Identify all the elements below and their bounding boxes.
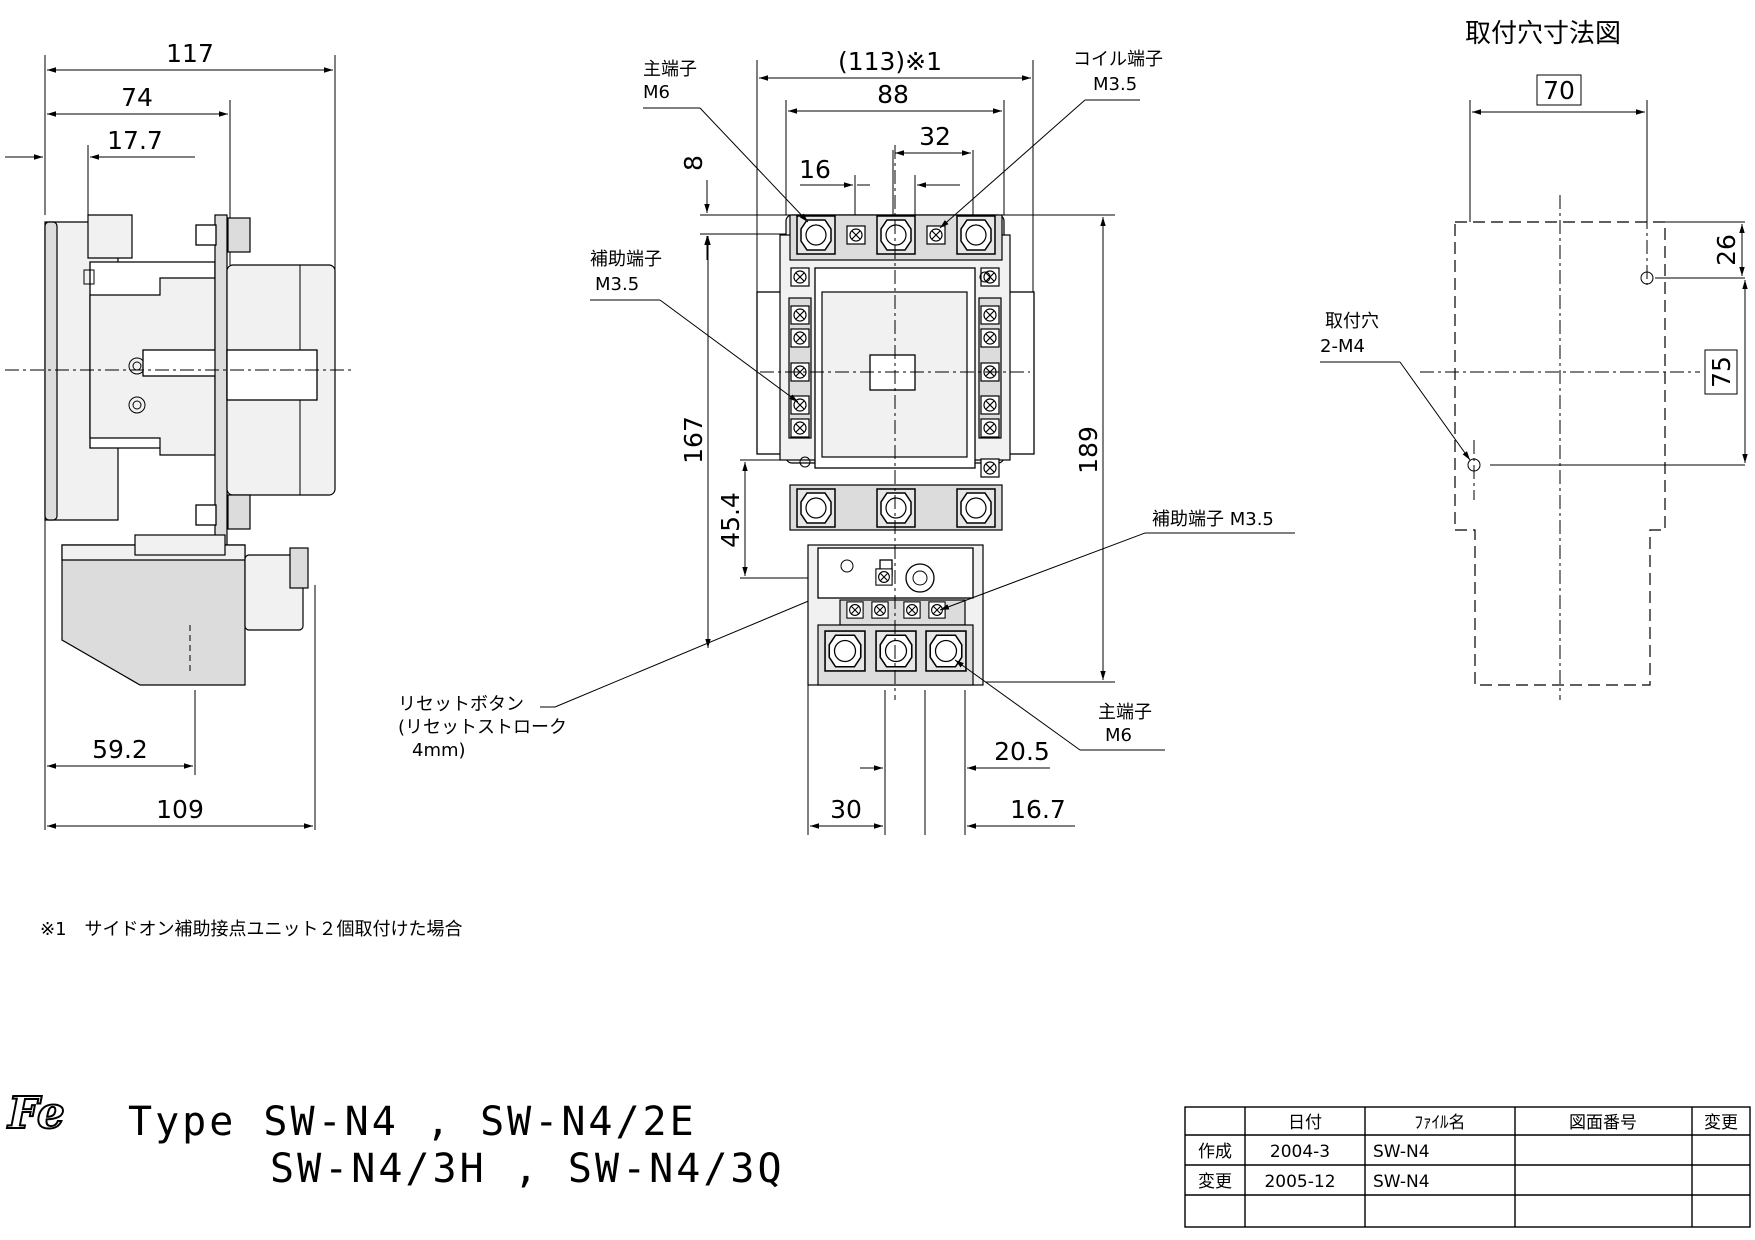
tb-row2-date: 2005-12 xyxy=(1264,1172,1335,1192)
aux-terminal-left-label: 補助端子 xyxy=(590,249,662,270)
main-terminal-top-size: M6 xyxy=(643,82,670,103)
dim-117: 117 xyxy=(166,39,214,68)
reset-stroke-label: (リセットストローク xyxy=(398,717,567,738)
main-terminal-top-label: 主端子 xyxy=(643,59,697,80)
aux-terminal-right-label: 補助端子 M3.5 xyxy=(1152,509,1274,530)
dim-17-7: 17.7 xyxy=(107,126,163,155)
mount-hole-size: 2-M4 xyxy=(1320,336,1365,357)
dim-88: 88 xyxy=(877,80,909,109)
dim-167: 167 xyxy=(679,416,708,464)
tb-header-drawing-no: 図面番号 xyxy=(1569,1113,1637,1133)
dim-70: 70 xyxy=(1543,76,1575,105)
mount-hole-label: 取付穴 xyxy=(1325,311,1379,332)
dim-109: 109 xyxy=(156,795,204,824)
tb-row2-file: SW-N4 xyxy=(1373,1172,1430,1192)
dim-26: 26 xyxy=(1712,234,1741,266)
title-block: 日付 ﾌｧｲﾙ名 図面番号 変更 作成 2004-3 SW-N4 変更 2005… xyxy=(1184,1106,1751,1228)
dim-16: 16 xyxy=(799,155,831,184)
main-terminal-bottom-size: M6 xyxy=(1105,725,1132,746)
tb-header-file: ﾌｧｲﾙ名 xyxy=(1415,1113,1466,1133)
dim-74: 74 xyxy=(121,83,153,112)
tb-row1-file: SW-N4 xyxy=(1373,1142,1430,1162)
type-line-1: Type SW-N4 , SW-N4/2E xyxy=(128,1099,697,1145)
type-line-2: SW-N4/3H , SW-N4/3Q xyxy=(270,1146,785,1192)
fe-logo: Fe xyxy=(6,1088,65,1139)
dim-59-2: 59.2 xyxy=(92,735,148,764)
dim-113: (113)※1 xyxy=(838,47,942,76)
tb-header-date: 日付 xyxy=(1288,1113,1322,1133)
coil-terminal-size: M3.5 xyxy=(1093,74,1137,95)
dim-75: 75 xyxy=(1707,356,1736,388)
tb-header-change: 変更 xyxy=(1704,1113,1738,1133)
footnote: ※1 サイドオン補助接点ユニット２個取付けた場合 xyxy=(40,919,463,940)
dim-8: 8 xyxy=(679,155,708,171)
dim-189: 189 xyxy=(1074,426,1103,474)
mounting-hole-view: 取付穴寸法図 70 26 75 取付穴 2-M4 xyxy=(1320,19,1748,700)
coil-terminal-label: コイル端子 xyxy=(1073,49,1163,70)
side-view: 117 74 17.7 xyxy=(5,39,867,830)
tb-row1-label: 作成 xyxy=(1198,1142,1232,1162)
dim-45-4: 45.4 xyxy=(716,492,745,548)
dim-20-5: 20.5 xyxy=(994,737,1050,766)
aux-terminal-left-size: M3.5 xyxy=(595,274,639,295)
front-view: (113)※1 88 32 16 8 167 45.4 189 xyxy=(590,47,1295,835)
dim-30: 30 xyxy=(830,795,862,824)
main-terminal-bottom-label: 主端子 xyxy=(1098,702,1152,723)
type-block: Fe Type SW-N4 , SW-N4/2E SW-N4/3H , SW-N… xyxy=(5,1087,785,1192)
dim-32: 32 xyxy=(919,122,951,151)
reset-stroke-value: 4mm) xyxy=(412,740,466,761)
tb-row1-date: 2004-3 xyxy=(1270,1142,1330,1162)
mount-view-title: 取付穴寸法図 xyxy=(1465,19,1621,49)
tb-row2-label: 変更 xyxy=(1198,1172,1232,1192)
reset-button-label: リセットボタン xyxy=(398,694,524,715)
dim-16-7: 16.7 xyxy=(1010,795,1066,824)
